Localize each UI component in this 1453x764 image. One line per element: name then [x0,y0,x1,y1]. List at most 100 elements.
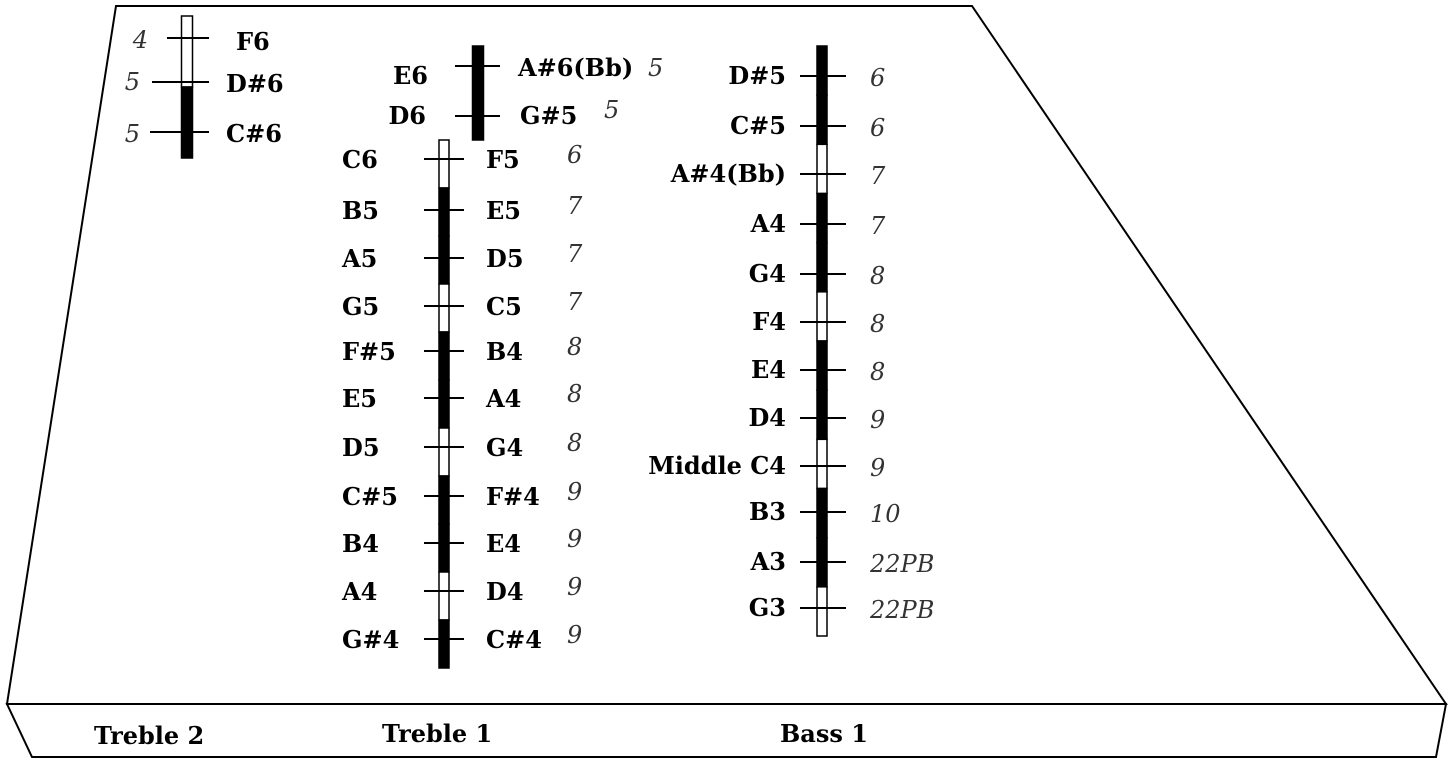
gauge-label: 6 [567,141,582,169]
note-label: F4 [752,307,786,336]
gauge-label: 7 [567,240,583,268]
gauge-label: 9 [567,621,582,649]
note-label: B4 [342,529,379,558]
note-label: C#4 [486,625,542,654]
gauge-label: 8 [567,333,582,361]
note-label: D4 [486,577,524,606]
note-label: F#4 [486,482,540,511]
bridge-segment [471,45,485,141]
bridge-segment [816,291,828,342]
bridge-segment [816,389,828,441]
string-row: A4 D4 9 [341,573,582,606]
note-label: C#6 [226,119,282,148]
note-label: A4 [341,577,377,606]
string-row: D5 G4 8 [342,429,582,462]
note-label: E5 [342,384,377,413]
note-label: D#5 [728,61,786,90]
note-label: G4 [486,433,523,462]
bridge-segment [816,438,828,490]
bridge-segment [438,139,450,189]
bridge-segment [180,86,194,159]
string-row: E6 A#6(Bb) 5 [393,53,663,90]
note-label: D6 [388,101,426,130]
gauge-label: 22PB [869,596,934,624]
gauge-label: 10 [870,500,901,528]
string-row: E5 A4 8 [342,380,582,413]
note-label: G5 [342,292,379,321]
gauge-label: 5 [604,96,619,124]
bridge-treble-1-upper [455,45,500,141]
note-label: C6 [342,145,378,174]
gauge-label: 9 [870,406,885,434]
string-row: D#5 6 [728,61,885,92]
gauge-label: 8 [870,358,885,386]
bridge-segment [816,487,828,539]
note-label: A4 [485,384,521,413]
bridge-segment [816,586,828,637]
gauge-label: 8 [567,429,582,457]
gauge-label: 6 [870,64,885,92]
gauge-label: 9 [567,478,582,506]
note-label: A3 [750,547,786,576]
string-row: 4 F6 [132,26,270,56]
bridge-segment [438,235,450,285]
gauge-label: 7 [567,288,583,316]
string-row: B5 E5 7 [342,192,583,225]
string-row: A3 22PB [750,547,935,578]
bridge-segment [816,143,828,195]
bridge-segment [816,340,828,391]
bridge-segment [438,427,450,477]
string-row: 5 C#6 [125,119,282,148]
note-label: F6 [236,27,270,56]
string-row: C6 F5 6 [342,141,582,174]
bridge-segment [438,187,450,237]
gauge-label: 8 [567,380,582,408]
note-label: D5 [342,433,380,462]
bridge-segment [816,241,828,293]
note-label: E6 [393,61,428,90]
note-label: E5 [486,196,521,225]
bridge-label-treble-2: Treble 2 [94,721,204,750]
bridge-segment [438,571,450,621]
note-label: B5 [342,196,379,225]
note-label: B3 [749,497,786,526]
bridge-bass-1 [816,45,828,637]
bridge-segment [180,15,194,88]
note-label: F5 [486,145,520,174]
string-row: D6 G#5 5 [388,96,619,130]
bridge-treble-2 [150,15,209,159]
bridge-segment [438,379,450,429]
bridge-label-bass-1: Bass 1 [780,719,868,748]
note-label: D#6 [226,69,284,98]
string-row: G5 C5 7 [342,288,583,321]
note-label: Middle C4 [648,451,786,480]
gauge-label: 7 [870,212,886,240]
bridge-segment [816,45,828,96]
string-row: A#4(Bb)7 [670,159,886,190]
gauge-label: 5 [648,54,663,82]
bridge-segment [816,192,828,244]
note-label: D5 [486,244,524,273]
gauge-label: 7 [870,162,886,190]
gauge-label: 22PB [869,550,934,578]
gauge-label: 9 [567,573,582,601]
gauge-label: 7 [567,192,583,220]
gauge-label: 5 [125,120,140,148]
bridge-segment [438,619,450,669]
note-label: C5 [486,292,522,321]
